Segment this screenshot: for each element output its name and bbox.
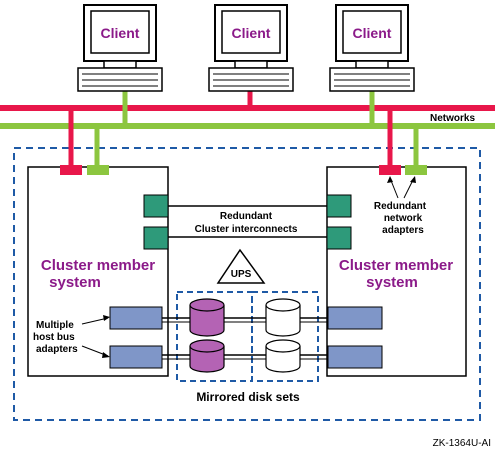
left-network-adapter-green <box>87 165 109 175</box>
keyboard-icon <box>208 67 294 92</box>
callout-arrow <box>81 317 109 325</box>
left-interconnect-adapter-1 <box>143 194 169 218</box>
left-interconnect-adapter-2 <box>143 226 169 250</box>
disk-cylinder-icon <box>265 339 301 373</box>
client-2: Client <box>208 4 294 92</box>
left-member-title: Cluster member <box>41 257 155 274</box>
disk-cylinder-icon <box>189 298 225 337</box>
computer-monitor-icon <box>335 4 409 69</box>
right-host-bus-adapter-2 <box>327 345 383 369</box>
computer-monitor-icon <box>83 4 157 69</box>
arrowhead <box>410 176 416 183</box>
client-1: Client <box>77 4 163 92</box>
left-host-bus-adapter-2 <box>109 345 163 369</box>
networks-label: Networks <box>430 113 475 124</box>
client-label: Client <box>353 25 392 41</box>
figure-id: ZK-1364U-AI <box>433 438 491 449</box>
right-interconnect-adapter-1 <box>326 194 352 218</box>
mirror-set-left <box>176 291 253 382</box>
arrowhead <box>387 176 393 183</box>
arrowhead <box>102 352 110 358</box>
left-network-adapter-red <box>60 165 82 175</box>
interconnect-label-2: Cluster interconnects <box>195 224 298 235</box>
host-bus-label-3: adapters <box>36 344 78 355</box>
left-host-bus-adapter-1 <box>109 306 163 330</box>
client-3: Client <box>329 4 415 92</box>
network-adapters-label-2: network <box>384 213 423 224</box>
computer-monitor-icon <box>214 4 288 69</box>
mirrored-disk-sets-label: Mirrored disk sets <box>196 390 300 404</box>
network-adapters-label-3: adapters <box>382 225 424 236</box>
network-adapters-label-1: Redundant <box>374 201 427 212</box>
right-interconnect-adapter-2 <box>326 226 352 250</box>
arrowhead <box>103 315 110 321</box>
right-member-title-2: system <box>366 274 418 291</box>
ups-triangle-icon: UPS <box>216 248 266 284</box>
right-network-adapter-green <box>405 165 427 175</box>
right-member-title: Cluster member <box>339 257 453 274</box>
client-label: Client <box>232 25 271 41</box>
host-bus-label-2: host bus <box>33 332 75 343</box>
disk-cylinder-icon <box>265 298 301 337</box>
interconnect-label-1: Redundant <box>220 211 273 222</box>
keyboard-icon <box>329 67 415 92</box>
cluster-boundary <box>13 147 481 421</box>
left-member-title-2: system <box>49 274 101 291</box>
keyboard-icon <box>77 67 163 92</box>
client-label: Client <box>101 25 140 41</box>
host-bus-label-1: Multiple <box>36 320 74 331</box>
right-network-adapter-red <box>379 165 401 175</box>
right-host-bus-adapter-1 <box>327 306 383 330</box>
disk-cylinder-icon <box>189 339 225 373</box>
ups-label: UPS <box>231 269 252 280</box>
mirror-set-right <box>251 291 319 382</box>
